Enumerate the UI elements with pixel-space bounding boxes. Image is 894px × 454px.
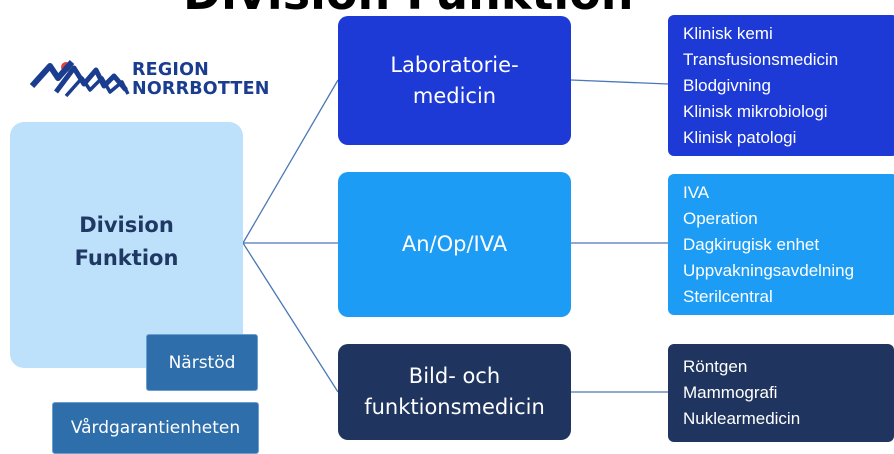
division-box: Division Funktion: [10, 122, 243, 368]
department-bild-och-funktionsmedicin: Bild- och funktionsmedicin: [338, 344, 571, 440]
unit-item: Röntgen: [683, 357, 748, 376]
units-an-op-iva: IVA Operation Dagkirugisk enhet Uppvakni…: [668, 174, 894, 315]
narstod-box: Närstöd: [146, 334, 258, 391]
department-label-line: funktionsmedicin: [364, 395, 545, 419]
department-label-line: medicin: [412, 83, 497, 108]
logo-line-1: REGION: [132, 60, 210, 80]
unit-item: Operation: [683, 208, 758, 228]
unit-item: IVA: [683, 182, 710, 202]
unit-item: Uppvakningsavdelning: [683, 260, 855, 280]
unit-item: Transfusionsmedicin: [683, 49, 839, 69]
unit-item: Sterilcentral: [683, 286, 773, 306]
unit-item: Dagkirugisk enhet: [683, 234, 820, 254]
vardgarantienheten-box: Vårdgarantienheten: [52, 402, 259, 454]
units-laboratoriemedicin: Klinisk kemi Transfusionsmedicin Blodgiv…: [668, 15, 894, 156]
division-line-2: Funktion: [74, 246, 179, 270]
connector-bild: [242, 242, 339, 393]
units-bild-och-funktionsmedicin: Röntgen Mammografi Nuklearmedicin: [668, 344, 894, 442]
unit-item: Mammografi: [683, 383, 778, 402]
page-title: Division Funktion: [183, 0, 634, 16]
unit-item: Klinisk patologi: [683, 127, 797, 147]
unit-item: Klinisk mikrobiologi: [683, 101, 828, 121]
department-an-op-iva: An/Op/IVA: [338, 172, 571, 317]
unit-item: Klinisk kemi: [683, 23, 773, 43]
department-label-line: Laboratorie-: [390, 52, 519, 77]
division-line-1: Division: [79, 213, 174, 237]
unit-item: Blodgivning: [683, 75, 771, 95]
unit-item: Nuklearmedicin: [683, 409, 801, 428]
department-label-line: Bild- och: [408, 364, 501, 388]
connector-lab: [242, 79, 339, 244]
department-label-line: An/Op/IVA: [401, 232, 508, 256]
logo-wordmark: REGION NORRBOTTEN: [132, 61, 270, 99]
department-laboratoriemedicin: Laboratorie- medicin: [338, 16, 571, 145]
region-norrbotten-logo: [29, 60, 130, 98]
logo-line-2: NORRBOTTEN: [132, 79, 270, 99]
connector-lab-units: [570, 79, 669, 85]
